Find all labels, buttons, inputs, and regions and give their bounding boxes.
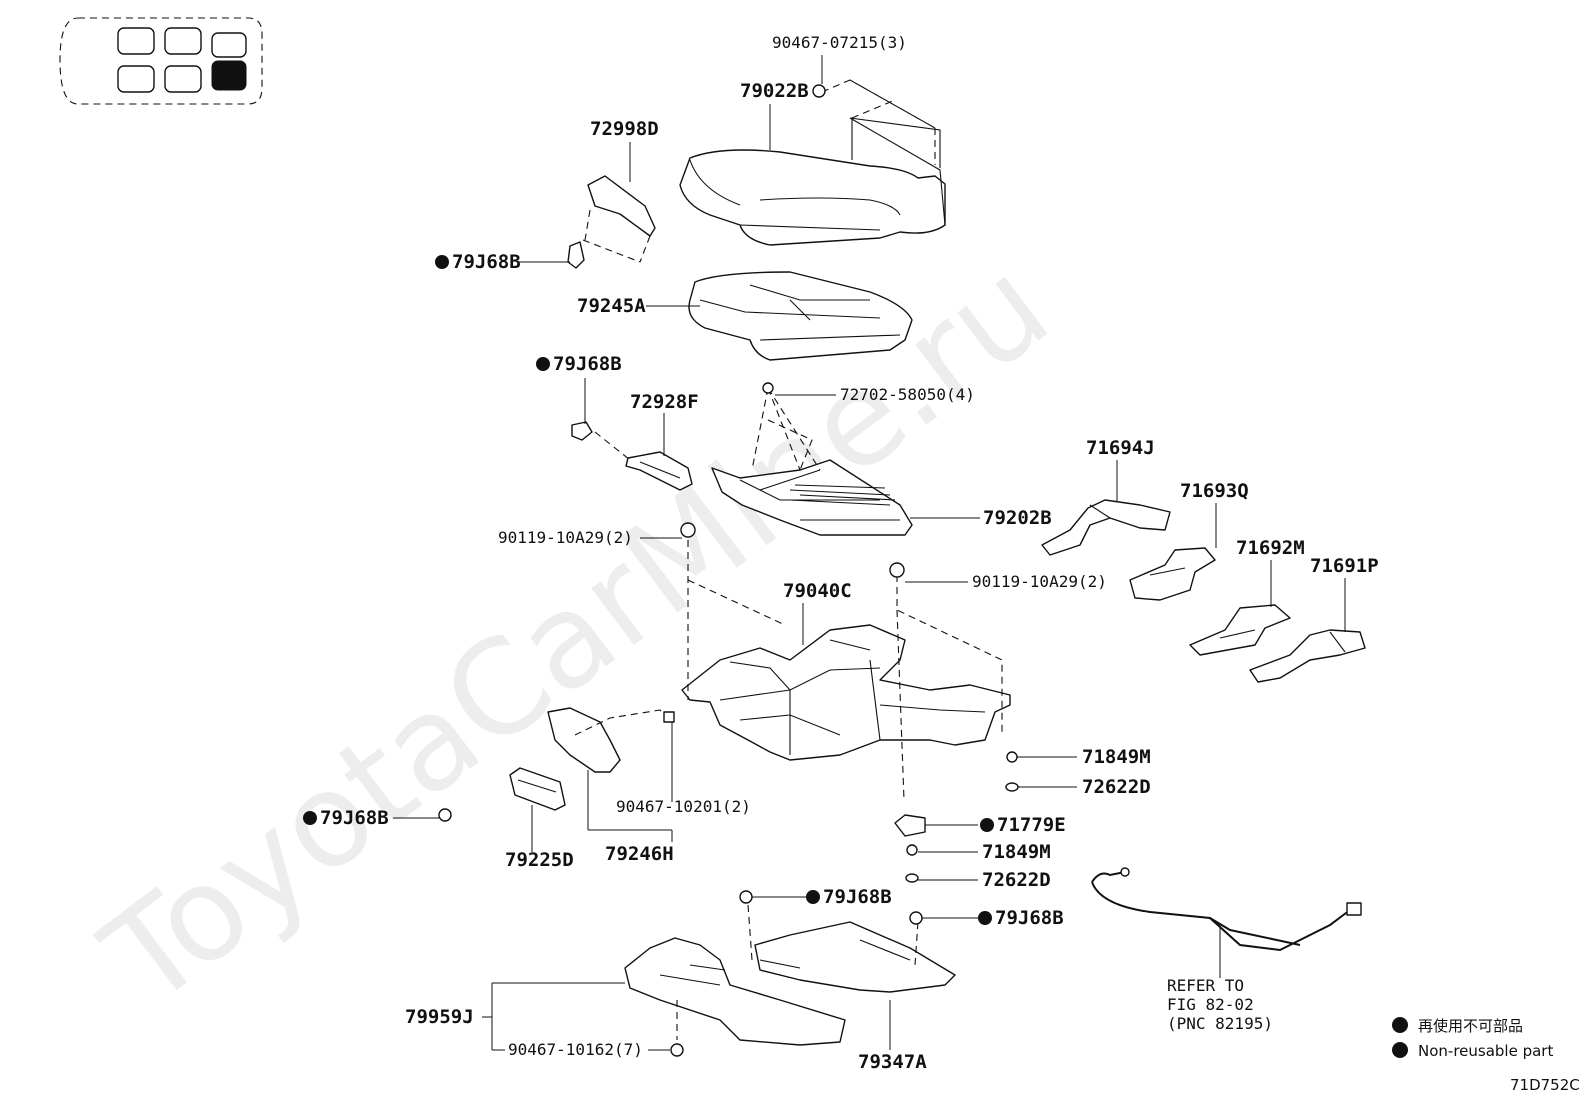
non-reusable-icon [303, 811, 317, 825]
label-90467-10162[interactable]: 90467-10162(7) [508, 1040, 643, 1059]
bolt-icon [1006, 751, 1018, 763]
clip-icon [438, 808, 452, 822]
washer-icon [905, 873, 919, 883]
label-79245A[interactable]: 79245A [577, 295, 646, 317]
label-71693Q[interactable]: 71693Q [1180, 480, 1249, 502]
non-reusable-icon [1392, 1017, 1408, 1033]
cover-71691P [1249, 629, 1366, 683]
label-71849M-2[interactable]: 71849M [982, 841, 1051, 863]
refer-note: REFER TO FIG 82-02 (PNC 82195) [1167, 976, 1273, 1033]
label-71692M[interactable]: 71692M [1236, 537, 1305, 559]
label-71691P[interactable]: 71691P [1310, 555, 1379, 577]
bolt-icon [906, 844, 918, 856]
label-79J68B-2[interactable]: 79J68B [553, 353, 622, 375]
label-79J68B-5[interactable]: 79J68B [995, 907, 1064, 929]
clip-icon [670, 1043, 684, 1057]
figure-id: 71D752C [1510, 1076, 1580, 1094]
label-79246H[interactable]: 79246H [605, 843, 674, 865]
bolt-icon [889, 562, 905, 578]
non-reusable-icon [978, 911, 992, 925]
watermark: ToyotaCarMine.ru [76, 230, 1075, 1035]
cover-71692M [1189, 604, 1291, 656]
clip-icon [909, 911, 923, 925]
label-79040C[interactable]: 79040C [783, 580, 852, 602]
label-90467-07215[interactable]: 90467-07215(3) [772, 33, 907, 52]
label-79J68B-3[interactable]: 79J68B [320, 807, 389, 829]
cover-79225D [509, 767, 566, 811]
cover-71694J [1041, 499, 1171, 556]
label-90119-10A29-2[interactable]: 90119-10A29(2) [972, 572, 1107, 591]
seat-frame-79040C [681, 624, 1011, 761]
wire-harness [1091, 867, 1362, 952]
washer-icon [1005, 782, 1019, 792]
label-79J68B-4[interactable]: 79J68B [823, 886, 892, 908]
seat-cushion-cover-79022B [679, 79, 946, 246]
refer-note-line: FIG 82-02 [1167, 995, 1254, 1014]
cover-79246H [547, 707, 675, 773]
hook-72928F [571, 421, 693, 491]
screw-icon [812, 84, 826, 98]
bolt-icon [680, 522, 696, 538]
refer-note-line: REFER TO [1167, 976, 1244, 995]
label-79347A[interactable]: 79347A [858, 1051, 927, 1073]
non-reusable-icon [435, 255, 449, 269]
cushion-pad-79245A [688, 271, 913, 361]
non-reusable-icon [980, 818, 994, 832]
legend: 再使用不可部品 Non-reusable part [1392, 1017, 1553, 1060]
label-71694J[interactable]: 71694J [1086, 437, 1155, 459]
refer-note-line: (PNC 82195) [1167, 1014, 1273, 1033]
undercover-79959J [624, 937, 846, 1046]
seat-locator-icon [59, 17, 263, 105]
label-90119-10A29-1[interactable]: 90119-10A29(2) [498, 528, 633, 547]
label-79202B[interactable]: 79202B [983, 507, 1052, 529]
label-90467-10201[interactable]: 90467-10201(2) [616, 797, 751, 816]
clip-icon [739, 890, 753, 904]
label-79225D[interactable]: 79225D [505, 849, 574, 871]
label-71849M-1[interactable]: 71849M [1082, 746, 1151, 768]
non-reusable-icon [1392, 1042, 1408, 1058]
undercover-79347A [747, 904, 956, 993]
label-79959J[interactable]: 79959J [405, 1006, 474, 1028]
clamp-icon [894, 814, 926, 837]
label-72622D-2[interactable]: 72622D [982, 869, 1051, 891]
label-72928F[interactable]: 72928F [630, 391, 699, 413]
label-79J68B-1[interactable]: 79J68B [452, 251, 521, 273]
label-72702-58050[interactable]: 72702-58050(4) [840, 385, 975, 404]
legend-en: Non-reusable part [1418, 1042, 1553, 1060]
leader-lines [393, 55, 1346, 1051]
bracket-72998D [567, 175, 656, 269]
non-reusable-icon [536, 357, 550, 371]
non-reusable-icon [806, 890, 820, 904]
cover-71693Q [1129, 547, 1216, 601]
label-72998D[interactable]: 72998D [590, 118, 659, 140]
label-79022B[interactable]: 79022B [740, 80, 809, 102]
label-71779E[interactable]: 71779E [997, 814, 1066, 836]
label-72622D-1[interactable]: 72622D [1082, 776, 1151, 798]
legend-jp: 再使用不可部品 [1418, 1017, 1523, 1035]
seat-spring-frame-79202B [711, 382, 913, 536]
